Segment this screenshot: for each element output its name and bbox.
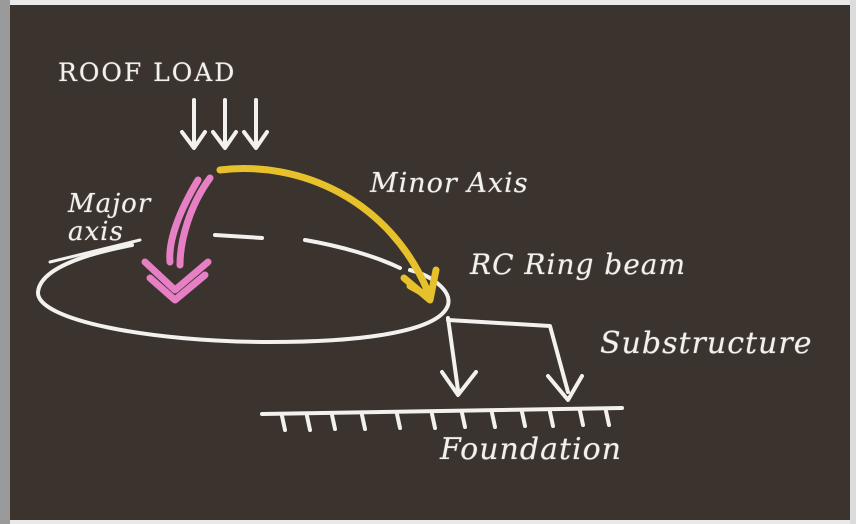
roof-load-label: ROOF LOAD <box>58 58 237 87</box>
right-frame-edge <box>850 0 856 524</box>
major-axis-label-line1: Major <box>68 189 152 219</box>
major-axis-label-line2: axis <box>68 217 124 247</box>
minor-axis-arrow <box>216 165 440 304</box>
foundation-line <box>260 406 624 432</box>
major-axis-dash-2 <box>303 238 402 270</box>
minor-axis-label: Minor Axis <box>370 168 529 199</box>
major-axis-dash-1 <box>213 233 264 240</box>
major-axis-arrow <box>141 174 214 304</box>
ring-beam-ellipse <box>35 243 451 344</box>
substructure-frame <box>440 316 584 402</box>
roof-load-arrows <box>180 98 269 150</box>
major-axis-underline <box>48 238 142 264</box>
major-axis-label: Major axis <box>68 190 151 246</box>
substructure-label: Substructure <box>600 326 813 361</box>
foundation-label: Foundation <box>440 432 623 467</box>
left-frame-edge <box>0 0 10 524</box>
ring-beam-label: RC Ring beam <box>470 248 687 281</box>
